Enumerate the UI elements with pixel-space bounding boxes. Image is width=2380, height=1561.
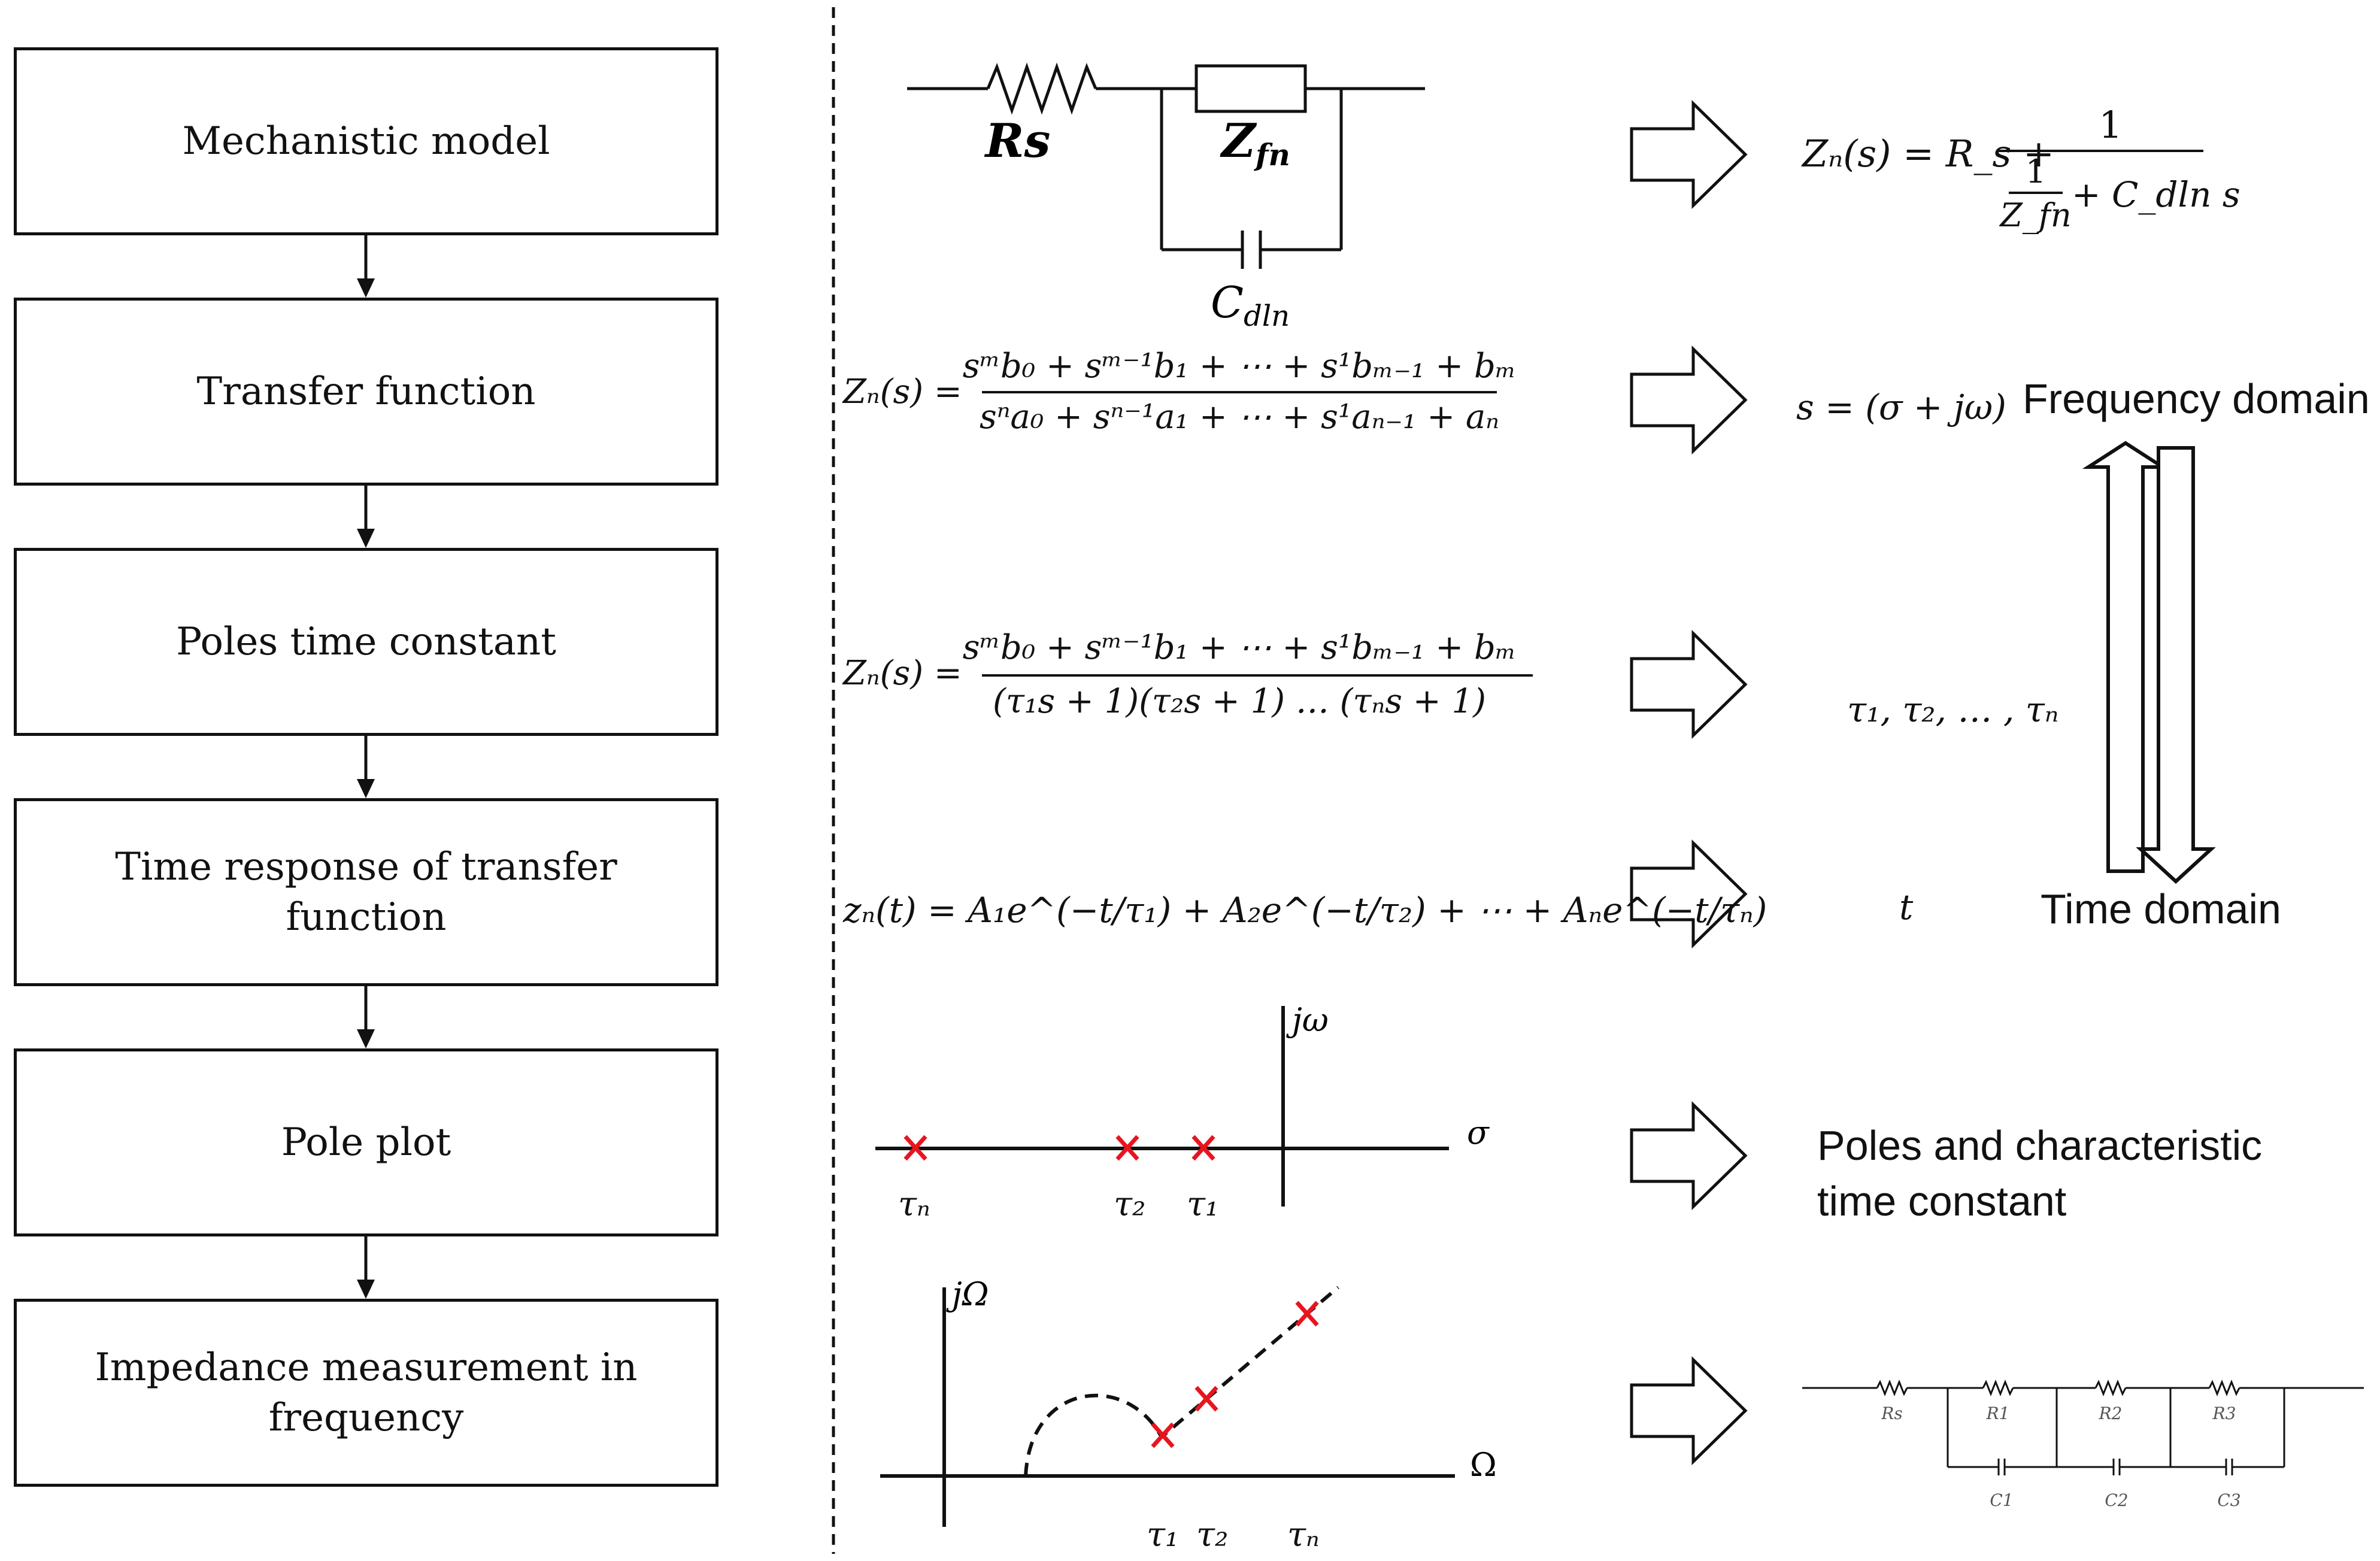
flow-step-time-response: Time response of transfer function bbox=[14, 798, 718, 986]
equivalent-circuit bbox=[1802, 1379, 2364, 1475]
row4-result: t bbox=[1899, 887, 1914, 927]
pole-plot-x-label: σ bbox=[1467, 1114, 1490, 1151]
resistor-label: R2 bbox=[2099, 1404, 2123, 1423]
flow-connectors bbox=[357, 235, 375, 1299]
flow-step-poles-time-constant: Poles time constant bbox=[14, 548, 718, 736]
flow-step-transfer-function: Transfer function bbox=[14, 298, 718, 486]
row1-numerator: 1 bbox=[2099, 103, 2122, 147]
flow-step-label: Time response of transfer function bbox=[115, 845, 617, 939]
flow-step-label: Pole plot bbox=[281, 1120, 451, 1165]
domain-double-arrow bbox=[2082, 441, 2216, 884]
impedance-tau-label: τₙ bbox=[1287, 1515, 1320, 1554]
capacitor-label: C1 bbox=[1990, 1490, 2013, 1510]
capacitor-label: C3 bbox=[2217, 1490, 2240, 1510]
right-arrow-icon bbox=[1630, 630, 1748, 739]
row1-formula: Zₙ(s) = R_s + 1 1 Z_fn + C_dln s bbox=[1801, 103, 2240, 234]
impedance-y-label: jΩ bbox=[946, 1275, 989, 1313]
row2-result: s = (σ + jω) bbox=[1796, 387, 2006, 428]
flow-step-label: Mechanistic model bbox=[182, 119, 550, 163]
flow-step-label: Transfer function bbox=[196, 369, 536, 414]
impedance-curve bbox=[1024, 1286, 1339, 1477]
impedance-markers bbox=[1151, 1301, 1319, 1448]
row3-denominator: (τ₁s + 1)(τ₂s + 1) … (τₙs + 1) bbox=[993, 682, 1486, 721]
capacitor-label: C2 bbox=[2105, 1490, 2128, 1510]
impedance-plot: jΩ Ω τ₁ τ₂ τₙ bbox=[880, 1275, 1497, 1554]
row1-inner-denominator: Z_fn bbox=[1999, 196, 2071, 234]
impedance-tau-label: τ₂ bbox=[1196, 1515, 1228, 1554]
resistor-label: R1 bbox=[1986, 1404, 2010, 1423]
poles-result-line1: Poles and characteristic bbox=[1817, 1122, 2262, 1169]
row3-numerator: sᵐb₀ + sᵐ⁻¹b₁ + ⋯ + s¹bₘ₋₁ + bₘ bbox=[963, 628, 1516, 667]
impedance-x-label: Ω bbox=[1470, 1446, 1497, 1484]
impedance-marker-tau-n bbox=[1295, 1301, 1319, 1327]
row3-lhs: Zₙ(s) = bbox=[842, 654, 962, 693]
row1-lhs: Zₙ(s) = R_s + bbox=[1801, 132, 2054, 175]
up-arrow-icon bbox=[2082, 441, 2169, 873]
down-arrow-icon bbox=[2136, 446, 2216, 884]
resistor-label: Rs bbox=[1881, 1404, 1902, 1423]
row4-formula: zₙ(t) = A₁e^(−t/τ₁) + A₂e^(−t/τ₂) + ⋯ + … bbox=[842, 887, 1914, 930]
row1-inner-tail: + C_dln s bbox=[2072, 174, 2240, 215]
pole-plot-y-label: jω bbox=[1286, 1001, 1329, 1039]
top-circuit bbox=[907, 62, 1425, 269]
row2-formula: Zₙ(s) = sᵐb₀ + sᵐ⁻¹b₁ + ⋯ + s¹bₘ₋₁ + bₘ … bbox=[842, 347, 2006, 437]
right-arrow-icon bbox=[1630, 100, 1748, 209]
zfn-sub: fn bbox=[1254, 137, 1290, 172]
cdln-sub: dln bbox=[1244, 299, 1290, 333]
row1-inner-numerator: 1 bbox=[2026, 153, 2046, 190]
zfn-main: Z bbox=[1220, 114, 1257, 168]
pole-marker-tau-1 bbox=[1191, 1135, 1215, 1161]
pole-markers bbox=[904, 1135, 1215, 1161]
rs-label: Rs bbox=[984, 114, 1051, 168]
flow-step-label: Impedance measurement in frequency bbox=[95, 1345, 638, 1440]
right-arrow-icon bbox=[1630, 839, 1748, 948]
flow-step-impedance-measurement: Impedance measurement in frequency bbox=[14, 1299, 718, 1487]
row3-result: τ₁, τ₂, … , τₙ bbox=[1847, 689, 2058, 730]
resistor-label: R3 bbox=[2212, 1404, 2236, 1423]
row4-expression: zₙ(t) = A₁e^(−t/τ₁) + A₂e^(−t/τ₂) + ⋯ + … bbox=[842, 890, 1767, 930]
time-domain-label: Time domain bbox=[2041, 886, 2281, 932]
pole-tau-label: τ₂ bbox=[1114, 1185, 1145, 1224]
pole-plot: jω σ τₙ τ₂ τ₁ bbox=[875, 1001, 1490, 1224]
right-arrow-icon bbox=[1630, 345, 1748, 454]
flow-step-label: Poles time constant bbox=[176, 620, 556, 664]
poles-result-line2: time constant bbox=[1817, 1178, 2066, 1224]
equivalent-circuit-labels: Rs R1 R2 R3 C1 C2 C3 bbox=[1881, 1404, 2240, 1510]
flow-step-pole-plot: Pole plot bbox=[14, 1048, 718, 1236]
row2-numerator: sᵐb₀ + sᵐ⁻¹b₁ + ⋯ + s¹bₘ₋₁ + bₘ bbox=[963, 347, 1516, 386]
row2-denominator: sⁿa₀ + sⁿ⁻¹a₁ + ⋯ + s¹aₙ₋₁ + aₙ bbox=[980, 398, 1499, 437]
impedance-marker-tau-2 bbox=[1194, 1386, 1218, 1412]
impedance-marker-tau-1 bbox=[1151, 1422, 1175, 1448]
cdln-main: C bbox=[1211, 277, 1244, 328]
pole-marker-tau-2 bbox=[1115, 1135, 1139, 1161]
flow-step-mechanistic-model: Mechanistic model bbox=[14, 47, 718, 235]
pole-tau-label: τ₁ bbox=[1187, 1185, 1218, 1224]
frequency-domain-label: Frequency domain bbox=[2023, 375, 2370, 422]
pole-tau-label: τₙ bbox=[898, 1185, 930, 1224]
hollow-arrows bbox=[1630, 100, 1748, 1465]
cdln-label: Cdln bbox=[1211, 277, 1290, 333]
row2-lhs: Zₙ(s) = bbox=[842, 372, 962, 411]
impedance-tau-label: τ₁ bbox=[1147, 1515, 1178, 1554]
pole-marker-tau-n bbox=[904, 1135, 927, 1161]
zfn-label: Zfn bbox=[1220, 114, 1290, 172]
right-arrow-icon bbox=[1630, 1356, 1748, 1465]
row3-formula: Zₙ(s) = sᵐb₀ + sᵐ⁻¹b₁ + ⋯ + s¹bₘ₋₁ + bₘ … bbox=[842, 628, 2058, 730]
right-arrow-icon bbox=[1630, 1101, 1748, 1210]
